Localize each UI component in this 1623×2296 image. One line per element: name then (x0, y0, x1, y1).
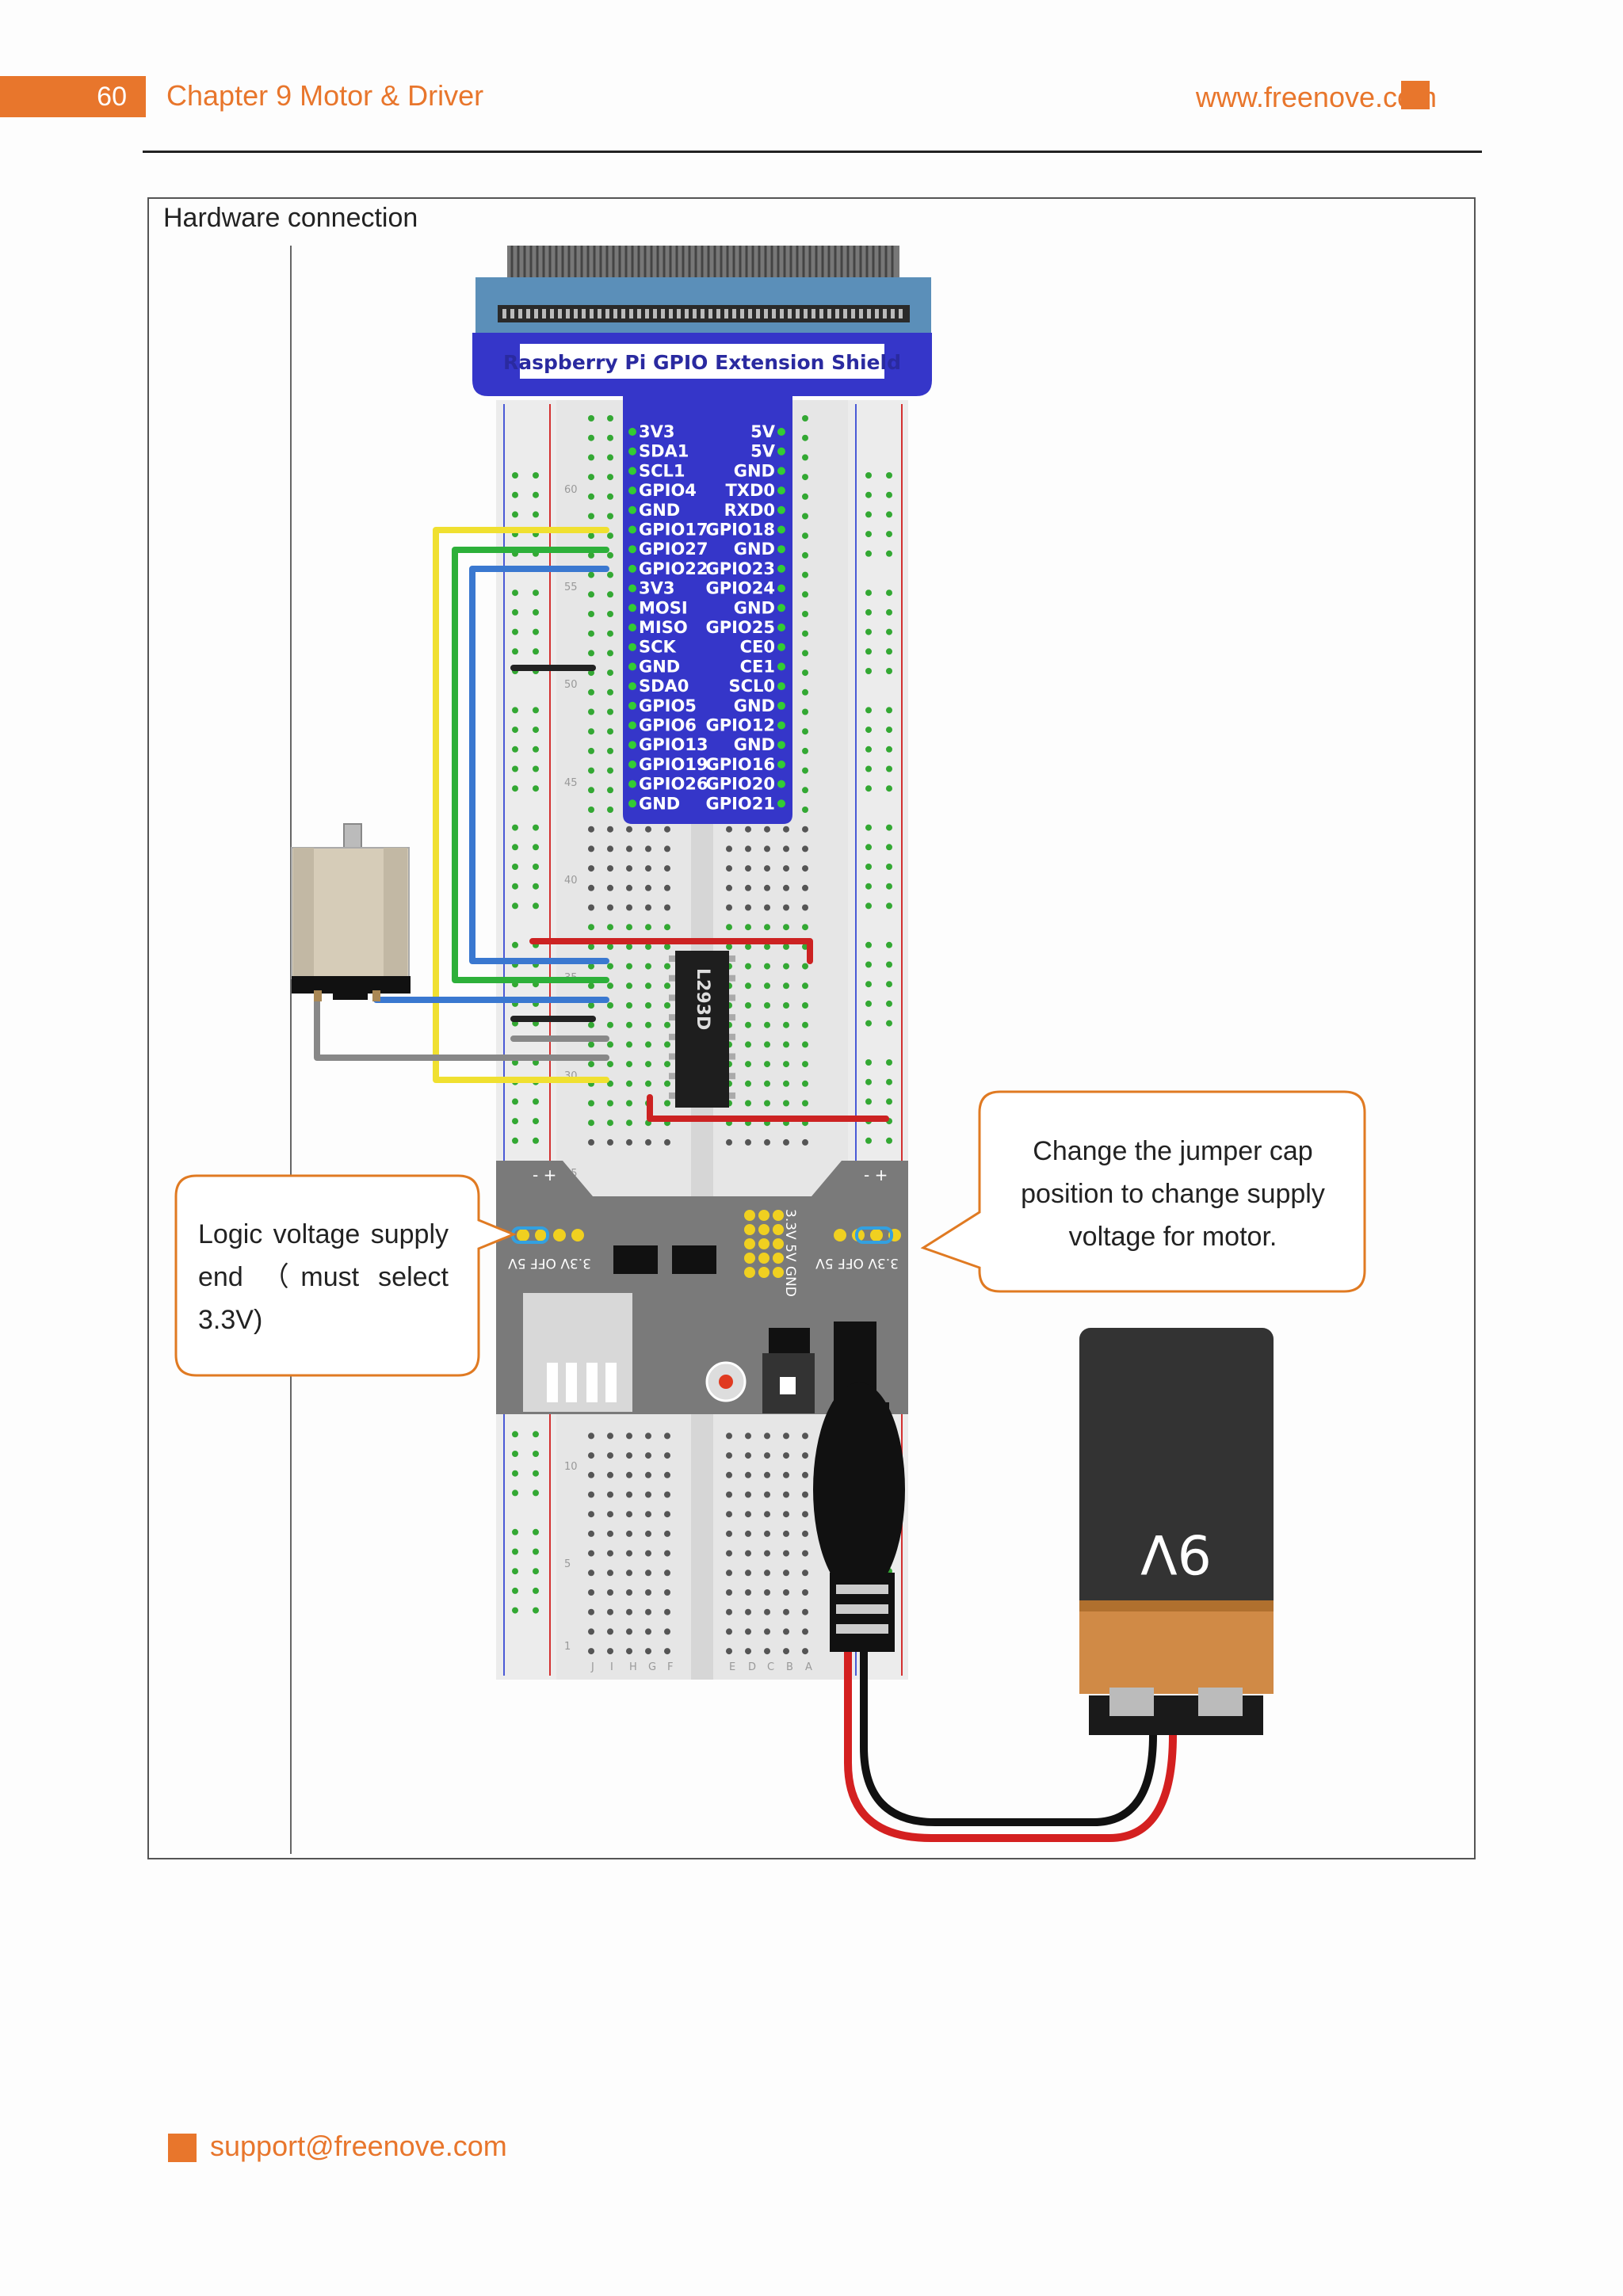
shield-pin-right: GPIO16 (705, 755, 775, 774)
shield-pin-right: GPIO12 (705, 716, 775, 735)
section-title: Hardware connection (163, 203, 418, 233)
svg-text:- +: - + (864, 1165, 888, 1184)
shield-pin-left: GPIO13 (639, 735, 708, 754)
shield-pin-right: GND (734, 598, 775, 617)
content-frame (147, 197, 1476, 1859)
shield-pin-left: GND (639, 501, 680, 520)
column-letter: F (667, 1661, 673, 1673)
shield-label: Raspberry Pi GPIO Extension Shield (503, 351, 901, 374)
column-letter: B (786, 1661, 793, 1673)
breadboard-power-module: 3.3V OFF 5V 3.3V OFF 5V 3.3V 5V GND - + … (496, 1161, 908, 1414)
shield-pin-left: GPIO22 (639, 559, 708, 578)
row-number: 40 (564, 875, 578, 887)
shield-pin-left: GPIO27 (639, 540, 708, 559)
chapter-title: Chapter 9 Motor & Driver (166, 79, 484, 112)
jumper-wires (314, 527, 889, 1122)
blue-wire-gpio22 (469, 566, 609, 964)
shield-pin-left: MISO (639, 618, 688, 637)
support-email[interactable]: support@freenove.com (210, 2130, 507, 2162)
shield-pin-left: MOSI (639, 598, 688, 617)
svg-text:- +: - + (533, 1165, 556, 1184)
shield-pin-right: GPIO21 (705, 794, 775, 813)
shield-pin-left: GPIO5 (639, 696, 697, 715)
l293d-chip: L293D (669, 951, 735, 1108)
row-number: 45 (564, 777, 578, 789)
table-column-divider (290, 246, 292, 1854)
gray-wire-motor (314, 997, 609, 1061)
row-number: 55 (564, 582, 578, 593)
shield-pin-left: GPIO26 (639, 775, 708, 794)
shield-pin-right: CE1 (740, 657, 775, 676)
column-letter: D (748, 1661, 756, 1673)
yellow-wire (433, 527, 609, 1083)
header-square-icon (1401, 81, 1430, 109)
chip-label: L293D (693, 968, 712, 1030)
dc-motor (291, 823, 411, 1001)
shield-pin-right: 5V (750, 442, 776, 461)
red-wire-top (529, 938, 813, 964)
breadboard-holes (512, 415, 892, 1655)
column-letter: J (590, 1661, 594, 1673)
header-divider (143, 151, 1482, 153)
9v-battery: 9V (1079, 1328, 1274, 1735)
column-letter: H (629, 1661, 637, 1673)
footer-square-icon (168, 2134, 197, 2162)
shield-pin-left: GND (639, 657, 680, 676)
shield-pin-right: GND (734, 735, 775, 754)
shield-pin-left: GND (639, 794, 680, 813)
red-wire-bottom (647, 1094, 889, 1122)
row-number: 5 (564, 1558, 571, 1570)
column-letter: E (729, 1661, 735, 1673)
jumper-left-label: 3.3V OFF 5V (508, 1255, 591, 1271)
shield-pin-right: CE0 (740, 638, 775, 657)
column-letters: J I H G F E D C B A (590, 1661, 812, 1673)
row-number: 60 (564, 484, 578, 496)
shield-pin-left: SDA0 (639, 677, 689, 696)
shield-pin-left: SCL1 (639, 461, 685, 480)
shield-pin-right: SCL0 (728, 677, 775, 696)
shield-pin-right: GND (734, 540, 775, 559)
website-link[interactable]: www.freenove.com (1195, 81, 1437, 113)
shield-pin-right: GPIO23 (705, 559, 775, 578)
shield-pin-left: GPIO17 (639, 521, 708, 540)
battery-label: 9V (1140, 1522, 1212, 1585)
shield-pin-right: RXD0 (724, 501, 775, 520)
shield-pin-right: GPIO25 (705, 618, 775, 637)
shield-pin-left: 3V3 (639, 579, 674, 598)
column-letter: I (610, 1661, 613, 1673)
row-number: 1 (564, 1641, 571, 1653)
center-header-label: 3.3V 5V GND (782, 1209, 798, 1297)
shield-pin-right: TXD0 (725, 481, 775, 500)
shield-pin-right: 5V (750, 422, 776, 441)
shield-pin-right: GPIO18 (705, 521, 775, 540)
shield-pin-left: GPIO4 (639, 481, 697, 500)
shield-pin-left: GPIO6 (639, 716, 697, 735)
green-wire (452, 547, 609, 983)
ribbon-cable (475, 246, 931, 333)
logic-voltage-callout: Logic voltage supply end （must select 3.… (198, 1219, 449, 1335)
jumper-cap-callout: Change the jumper cap position to change… (1021, 1136, 1325, 1252)
shield-pin-left: 3V3 (639, 422, 674, 441)
shield-pin-right: GPIO24 (705, 579, 775, 598)
jumper-right-label: 3.3V OFF 5V (815, 1255, 899, 1271)
shield-pin-left: SDA1 (639, 442, 689, 461)
gpio-extension-shield: Raspberry Pi GPIO Extension Shield 3V3 5V… (472, 333, 932, 824)
row-number: 50 (564, 679, 578, 691)
page-number: 60 (0, 76, 146, 117)
power-cable (813, 1322, 1177, 1842)
shield-pin-left: GPIO19 (639, 755, 708, 774)
column-letter: G (648, 1661, 656, 1673)
column-letter: A (805, 1661, 812, 1673)
shield-pin-right: GPIO20 (705, 775, 775, 794)
column-letter: C (767, 1661, 774, 1673)
row-number: 10 (564, 1461, 578, 1473)
shield-pin-left: SCK (639, 638, 677, 657)
shield-pin-right: GND (734, 461, 775, 480)
shield-pin-right: GND (734, 696, 775, 715)
